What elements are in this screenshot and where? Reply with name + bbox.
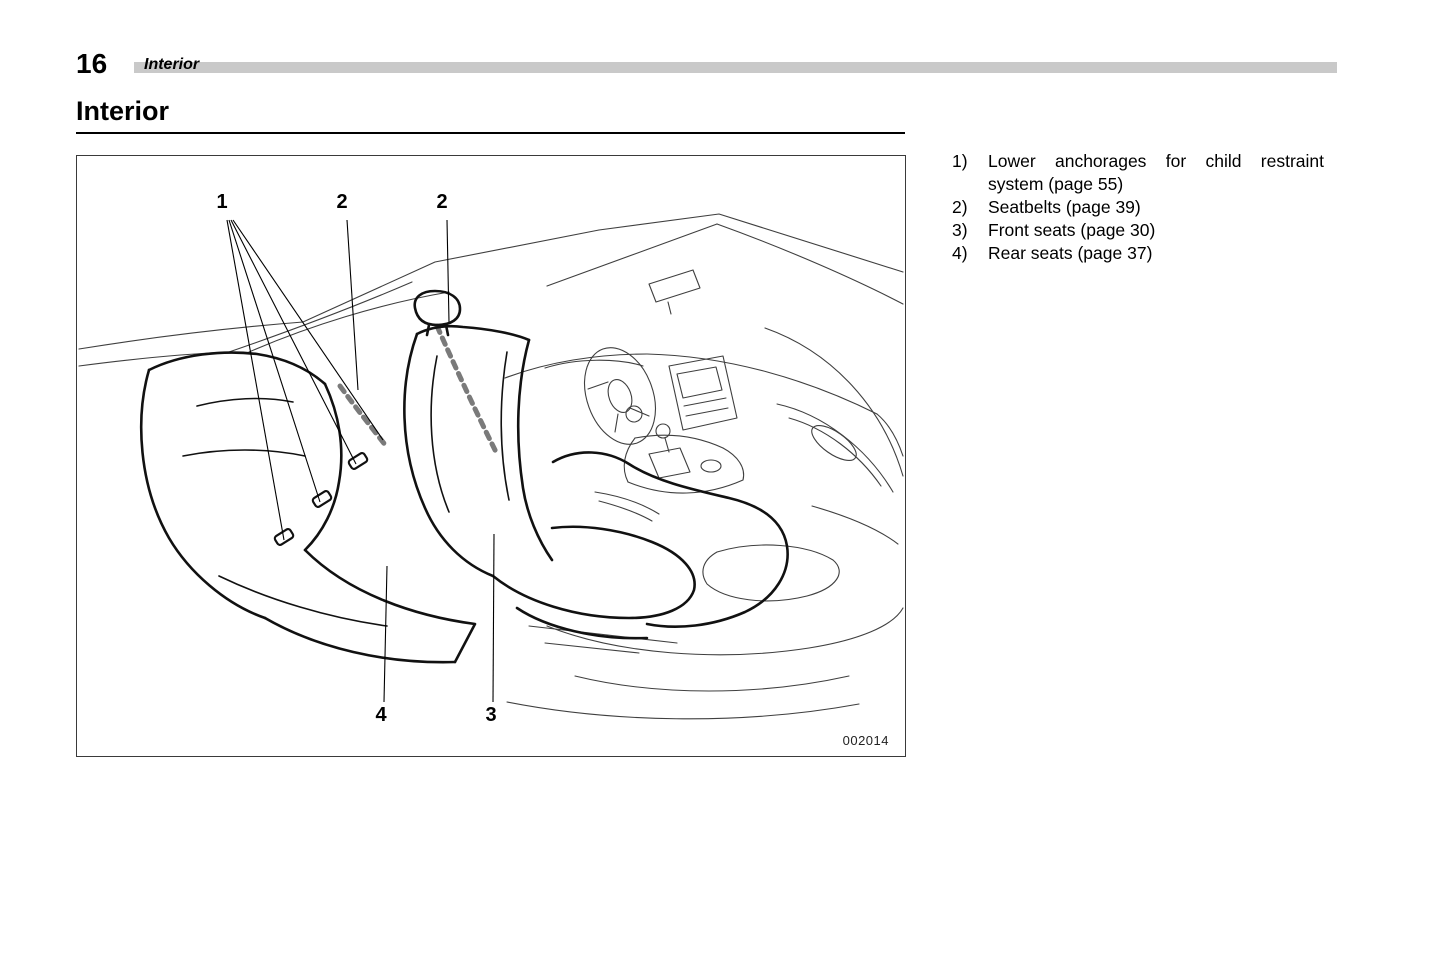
page-number: 16 [76,48,108,79]
legend-item-number: 1) [952,151,968,171]
interior-diagram: 1 2 2 4 3 002014 [76,155,906,757]
interior-line-art [78,213,904,720]
callout-leader-lines [226,219,495,703]
legend-item-1: 1) Lower anchorages for child restraint … [952,150,1324,196]
legend-item-text: Front seats (page 30) [988,220,1156,240]
callout-number-1: 1 [209,190,235,214]
page-title: Interior [76,96,170,126]
seat-crease-lines [182,351,510,627]
title-rule [76,132,905,134]
callout-number-4: 4 [368,703,394,727]
legend-item-3: 3) Front seats (page 30) [952,219,1324,242]
callout-number-2-rear: 2 [329,190,355,214]
section-label: Interior [144,56,200,73]
seat-outlines [139,289,789,664]
legend-list: 1) Lower anchorages for child restraint … [952,150,1324,265]
legend-item-4: 4) Rear seats (page 37) [952,242,1324,265]
header-bar [134,62,1337,73]
legend-item-number: 3) [952,220,968,240]
figure-code: 002014 [842,733,889,748]
car-body-lines [78,213,904,720]
callout-number-2-front: 2 [429,190,455,214]
seatbelt-dashed-lines [337,323,500,457]
legend-item-2: 2) Seatbelts (page 39) [952,196,1324,219]
legend-item-number: 4) [952,243,968,263]
legend-item-text: Rear seats (page 37) [988,243,1153,263]
legend-item-text: Seatbelts (page 39) [988,197,1141,217]
legend-item-number: 2) [952,197,968,217]
legend-item-text: Lower anchorages for child restraint sys… [988,151,1324,194]
callout-number-3: 3 [478,703,504,727]
